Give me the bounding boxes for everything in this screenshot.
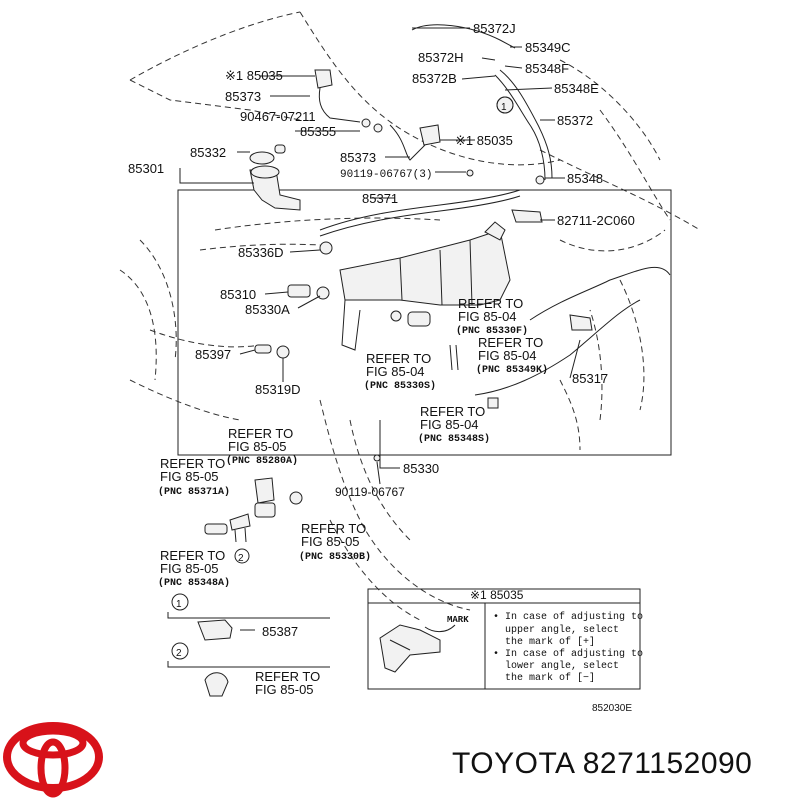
label-90119-06767-3: 90119-06767(3) <box>340 169 432 181</box>
ref-line: REFER TO <box>366 351 431 366</box>
ref-line: FIG 85-04 <box>478 348 537 363</box>
label-82711-2C060: 82711-2C060 <box>557 213 635 228</box>
label-85349C: 85349C <box>525 40 571 55</box>
ref-pnc: (PNC 85348A) <box>158 577 230 589</box>
reference-85348S: REFER TO FIG 85-04 (PNC 85348S) <box>418 404 490 445</box>
ref-line: FIG 85-05 <box>255 682 314 697</box>
ref-line: FIG 85-05 <box>160 561 219 576</box>
legend-item-1: 1 85387 <box>167 593 330 641</box>
ref-pnc: (PNC 85280A) <box>226 455 298 467</box>
reference-85330B: REFER TO FIG 85-05 (PNC 85330B) <box>299 521 371 563</box>
label-85373-b: 85373 <box>340 150 376 165</box>
group-frame <box>177 189 672 456</box>
ref-line: FIG 85-04 <box>366 364 425 379</box>
reference-85330S: REFER TO FIG 85-04 (PNC 85330S) <box>364 351 436 392</box>
label-85355: 85355 <box>300 124 336 139</box>
label-85372J: 85372J <box>473 21 516 36</box>
label-85372H: 85372H <box>418 50 464 65</box>
label-85301: 85301 <box>128 161 164 176</box>
tank-inlet-85301 <box>249 151 301 211</box>
label-85397: 85397 <box>195 347 231 362</box>
reference-85371A: REFER TO FIG 85-05 (PNC 85371A) <box>158 456 230 498</box>
note-line: lower angle, select <box>493 660 619 672</box>
label-85372B: 85372B <box>412 71 457 86</box>
small-parts <box>254 96 593 462</box>
label-85317: 85317 <box>572 371 608 386</box>
ref-pnc: (PNC 85330B) <box>299 551 371 563</box>
reference-85349K: REFER TO FIG 85-04 (PNC 85349K) <box>476 335 548 376</box>
note-header: ※1 85035 <box>470 588 524 602</box>
label-85310: 85310 <box>220 287 256 302</box>
ref-line: FIG 85-04 <box>458 309 517 324</box>
washer-tank <box>339 221 511 351</box>
ref-line: REFER TO <box>420 404 485 419</box>
label-85035-b: ※1 85035 <box>455 133 513 148</box>
ref-line: FIG 85-05 <box>301 534 360 549</box>
label-85348: 85348 <box>567 171 603 186</box>
label-85330A: 85330A <box>245 302 290 317</box>
ref-line: FIG 85-05 <box>228 439 287 454</box>
ref-line: REFER TO <box>301 521 366 536</box>
note-line: • In case of adjusting to <box>493 648 643 660</box>
ref-pnc: (PNC 85349K) <box>476 364 548 376</box>
ref-line: FIG 85-05 <box>160 469 219 484</box>
reference-85348A: REFER TO FIG 85-05 (PNC 85348A) <box>158 548 230 589</box>
index-number: 2 <box>238 553 244 564</box>
label-85372: 85372 <box>557 113 593 128</box>
brand-part-number: TOYOTA 8271152090 <box>452 747 752 780</box>
label-85371: 85371 <box>362 191 398 206</box>
ref-pnc: (PNC 85371A) <box>158 486 230 498</box>
index-number: 1 <box>501 102 507 113</box>
ref-line: REFER TO <box>478 335 543 350</box>
label-85035-a: ※1 85035 <box>225 68 283 83</box>
label-85373-a: 85373 <box>225 89 261 104</box>
reference-85330F: REFER TO FIG 85-04 (PNC 85330F) <box>456 296 528 337</box>
ref-line: FIG 85-04 <box>420 417 479 432</box>
ref-line: REFER TO <box>458 296 523 311</box>
index-number: 2 <box>176 648 182 659</box>
label-85348E: 85348E <box>554 81 599 96</box>
note-line: the mark of [+] <box>493 636 595 648</box>
toyota-logo <box>3 722 103 798</box>
ref-pnc: (PNC 85330S) <box>364 380 436 392</box>
hoses <box>318 24 671 396</box>
index-mark-1-upper: 1 <box>496 96 514 114</box>
nozzles <box>274 69 441 154</box>
label-85330: 85330 <box>403 461 439 476</box>
leader-lines <box>179 27 581 631</box>
index-number: 1 <box>176 599 182 610</box>
label-90119-06767: 90119-06767 <box>335 485 405 499</box>
reference-85280A: REFER TO FIG 85-05 (PNC 85280A) <box>226 426 298 467</box>
ref-line: REFER TO <box>160 548 225 563</box>
label-85348F: 85348F <box>525 61 569 76</box>
mark-label: MARK <box>447 615 469 625</box>
index-mark-2-lower: 2 <box>238 553 244 564</box>
ref-pnc: (PNC 85330F) <box>456 325 528 337</box>
figure-id: 852030E <box>592 703 632 714</box>
ref-line: REFER TO <box>255 669 320 684</box>
legend-item-2: 2 REFER TO FIG 85-05 <box>167 642 330 697</box>
label-85319D: 85319D <box>255 382 301 397</box>
note-line: • In case of adjusting to <box>493 611 643 623</box>
label-85387: 85387 <box>262 624 298 639</box>
note-box: ※1 85035 MARK • In case of adjusting to … <box>367 588 643 690</box>
label-85332: 85332 <box>190 145 226 160</box>
ref-line: REFER TO <box>160 456 225 471</box>
label-85336D: 85336D <box>238 245 284 260</box>
callout-labels: 85372J 85349C 85372H 85348F 85372B 85348… <box>128 21 635 499</box>
note-line: upper angle, select <box>493 624 619 636</box>
ref-pnc: (PNC 85348S) <box>418 433 490 445</box>
label-90467-07211: 90467-07211 <box>240 109 316 124</box>
ref-line: REFER TO <box>228 426 293 441</box>
sub-assembly-lower <box>204 477 303 564</box>
note-line: the mark of [−] <box>493 672 595 684</box>
